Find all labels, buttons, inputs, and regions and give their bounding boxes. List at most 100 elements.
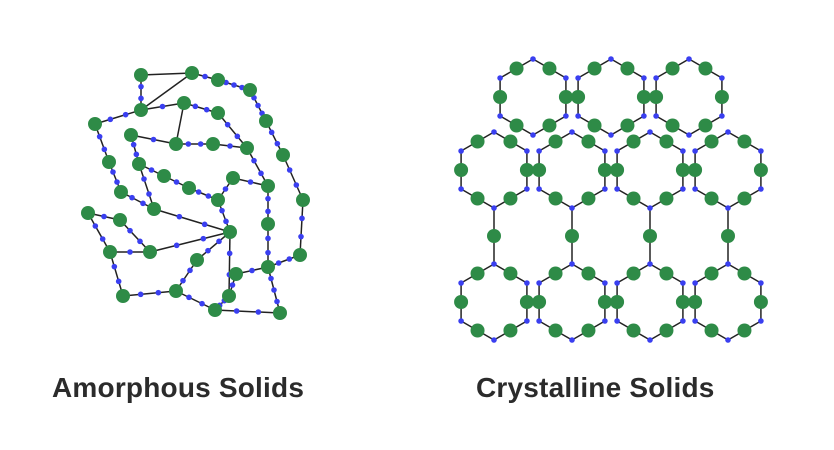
- bond-line: [119, 219, 151, 253]
- large-atom: [470, 191, 485, 206]
- small-atom: [200, 235, 207, 242]
- small-atom: [758, 148, 764, 154]
- small-atom: [159, 103, 166, 110]
- small-atom: [92, 223, 99, 229]
- large-atom: [626, 134, 641, 149]
- small-atom: [255, 309, 262, 315]
- small-atom: [274, 140, 281, 147]
- small-atom: [195, 189, 202, 195]
- large-atom: [134, 68, 148, 82]
- small-atom: [497, 75, 503, 81]
- large-atom: [626, 323, 641, 338]
- small-atom: [569, 129, 575, 135]
- small-atom: [680, 186, 686, 192]
- large-atom: [548, 134, 563, 149]
- small-atom: [458, 186, 464, 192]
- small-atom: [271, 287, 277, 293]
- large-atom: [659, 266, 674, 281]
- large-atom: [581, 323, 596, 338]
- small-atom: [569, 261, 575, 267]
- small-atom: [530, 56, 536, 62]
- small-atom: [137, 291, 144, 298]
- large-atom: [103, 245, 117, 259]
- large-atom: [114, 185, 128, 199]
- small-atom: [569, 337, 575, 343]
- bond-line: [109, 251, 124, 297]
- large-atom: [565, 229, 579, 243]
- small-atom: [146, 191, 152, 197]
- small-atom: [127, 249, 133, 255]
- small-atom: [203, 106, 210, 113]
- large-atom: [113, 213, 127, 227]
- small-atom: [536, 280, 542, 286]
- large-atom: [610, 295, 625, 309]
- small-atom: [99, 236, 106, 242]
- large-atom: [542, 61, 557, 76]
- small-atom: [758, 186, 764, 192]
- small-atom: [141, 176, 147, 182]
- small-atom: [107, 116, 114, 123]
- large-atom: [134, 103, 148, 117]
- large-atom: [698, 118, 713, 133]
- large-atom: [620, 61, 635, 76]
- small-atom: [608, 132, 614, 138]
- small-atom: [197, 141, 204, 147]
- small-atom: [173, 242, 180, 249]
- large-atom: [222, 289, 236, 303]
- small-atom: [180, 277, 186, 284]
- large-atom: [581, 266, 596, 281]
- small-atom: [491, 261, 497, 267]
- bond-line: [87, 212, 111, 253]
- small-atom: [150, 136, 157, 143]
- large-atom: [548, 323, 563, 338]
- large-atom: [571, 90, 586, 104]
- amorphous-structure: [81, 66, 310, 320]
- small-atom: [653, 113, 659, 119]
- small-atom: [219, 207, 225, 214]
- large-atom: [688, 163, 703, 177]
- large-atom: [81, 206, 95, 220]
- large-atom: [261, 260, 275, 274]
- large-atom: [182, 181, 196, 195]
- small-atom: [491, 205, 497, 211]
- small-atom: [647, 337, 653, 343]
- small-atom: [227, 143, 233, 149]
- large-atom: [519, 163, 534, 177]
- small-atom: [647, 205, 653, 211]
- small-atom: [491, 129, 497, 135]
- small-atom: [491, 337, 497, 343]
- bond-line: [138, 163, 155, 210]
- bond-line: [246, 147, 269, 187]
- small-atom: [647, 129, 653, 135]
- large-atom: [229, 267, 243, 281]
- small-atom: [115, 278, 122, 285]
- small-atom: [725, 205, 731, 211]
- small-atom: [686, 132, 692, 138]
- large-atom: [665, 61, 680, 76]
- large-atom: [704, 323, 719, 338]
- large-atom: [211, 106, 225, 120]
- small-atom: [275, 260, 282, 266]
- small-atom: [458, 148, 464, 154]
- small-atom: [458, 280, 464, 286]
- large-atom: [493, 90, 508, 104]
- large-atom: [470, 134, 485, 149]
- large-atom: [548, 266, 563, 281]
- small-atom: [602, 318, 608, 324]
- bond-line: [149, 231, 231, 253]
- small-atom: [192, 103, 199, 110]
- small-atom: [725, 129, 731, 135]
- small-atom: [680, 318, 686, 324]
- small-atom: [216, 238, 222, 245]
- large-atom: [259, 114, 273, 128]
- large-atom: [721, 229, 735, 243]
- large-atom: [542, 118, 557, 133]
- small-atom: [524, 280, 530, 286]
- bond-line: [94, 109, 142, 125]
- small-atom: [458, 318, 464, 324]
- small-atom: [205, 193, 212, 199]
- small-atom: [137, 238, 143, 245]
- small-atom: [725, 337, 731, 343]
- large-atom: [211, 73, 225, 87]
